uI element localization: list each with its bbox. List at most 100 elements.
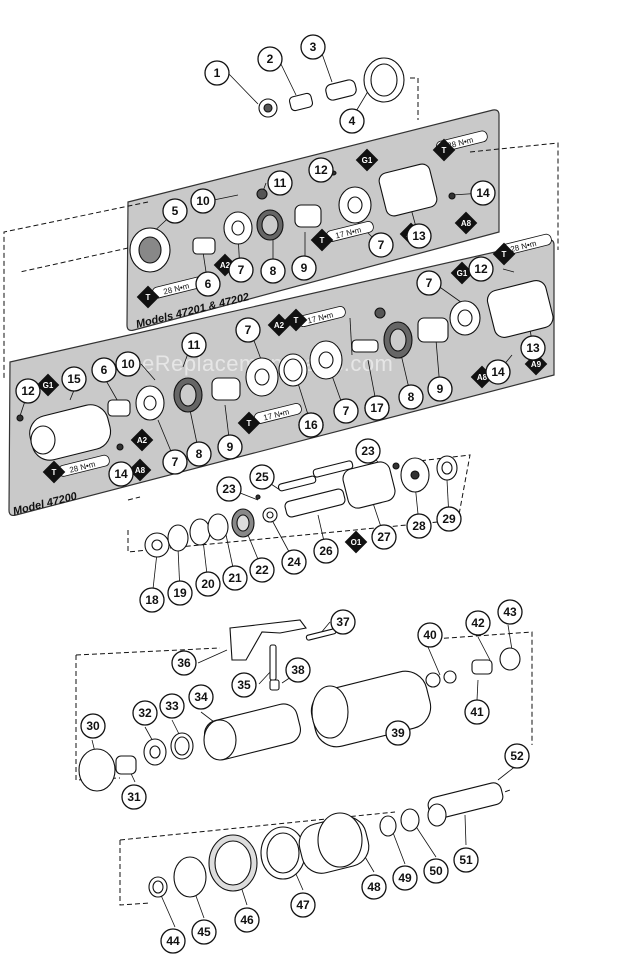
callout-circle bbox=[181, 332, 207, 358]
mark-label: A8 bbox=[477, 373, 488, 382]
callout-number: 23 bbox=[222, 482, 236, 496]
callout-circle bbox=[520, 335, 546, 361]
callout-49: 49 bbox=[392, 865, 418, 891]
callout-circle bbox=[485, 359, 511, 385]
callout-circle bbox=[216, 476, 242, 502]
callout-31: 31 bbox=[121, 784, 147, 810]
callout-circle bbox=[468, 256, 494, 282]
mark-label: T bbox=[247, 419, 252, 428]
callout-25: 25 bbox=[249, 464, 275, 490]
callout-32: 32 bbox=[132, 700, 158, 726]
callout-circle bbox=[436, 506, 462, 532]
callout-7: 7 bbox=[162, 449, 188, 475]
callout-circle bbox=[91, 357, 117, 383]
callout-circle bbox=[171, 650, 197, 676]
callout-circle bbox=[423, 858, 449, 884]
callout-number: 14 bbox=[476, 186, 490, 200]
callout-circle bbox=[361, 874, 387, 900]
callout-8: 8 bbox=[186, 441, 212, 467]
callout-6: 6 bbox=[195, 271, 221, 297]
callout-circle bbox=[464, 699, 490, 725]
callout-circle bbox=[300, 34, 326, 60]
callout-8: 8 bbox=[398, 384, 424, 410]
callout-number: 10 bbox=[121, 357, 135, 371]
callout-circle bbox=[504, 743, 530, 769]
mark-label: G1 bbox=[457, 269, 468, 278]
mark-o1: O1 bbox=[344, 530, 368, 554]
callout-circle bbox=[190, 188, 216, 214]
callout-number: 16 bbox=[304, 418, 318, 432]
callout-circle bbox=[115, 351, 141, 377]
callout-7: 7 bbox=[333, 398, 359, 424]
mark-diamond bbox=[267, 313, 291, 337]
callout-number: 36 bbox=[177, 656, 191, 670]
callout-21: 21 bbox=[222, 565, 248, 591]
callout-circle bbox=[257, 46, 283, 72]
callout-circle bbox=[191, 919, 217, 945]
callout-52: 52 bbox=[504, 743, 530, 769]
callout-18: 18 bbox=[139, 587, 165, 613]
callout-circle bbox=[427, 376, 453, 402]
callout-circle bbox=[285, 657, 311, 683]
callout-circle bbox=[470, 180, 496, 206]
callout-12: 12 bbox=[15, 378, 41, 404]
callout-circle bbox=[15, 378, 41, 404]
callout-circle bbox=[417, 622, 443, 648]
callout-circle bbox=[222, 565, 248, 591]
callout-39: 39 bbox=[385, 720, 411, 746]
callout-3: 3 bbox=[300, 34, 326, 60]
callout-38: 38 bbox=[285, 657, 311, 683]
callout-2: 2 bbox=[257, 46, 283, 72]
callout-42: 42 bbox=[465, 610, 491, 636]
callout-number: 50 bbox=[429, 864, 443, 878]
callout-number: 7 bbox=[426, 276, 433, 290]
callout-number: 48 bbox=[367, 880, 381, 894]
callout-number: 14 bbox=[491, 365, 505, 379]
callout-circle bbox=[80, 713, 106, 739]
callout-circle bbox=[195, 571, 221, 597]
callout-8: 8 bbox=[260, 258, 286, 284]
callout-circle bbox=[368, 232, 394, 258]
callout-circle bbox=[364, 395, 390, 421]
callout-44: 44 bbox=[160, 928, 186, 954]
callout-number: 2 bbox=[267, 52, 274, 66]
callout-circle bbox=[195, 271, 221, 297]
callout-35: 35 bbox=[231, 672, 257, 698]
callout-34: 34 bbox=[188, 684, 214, 710]
marker-symbols: TG1A8A8TTA2TG1A2TA8A9G1A2TTA8O1 bbox=[36, 138, 548, 554]
callout-circle bbox=[355, 438, 381, 464]
callout-number: 26 bbox=[319, 544, 333, 558]
callout-circle bbox=[371, 524, 397, 550]
callout-number: 9 bbox=[437, 382, 444, 396]
callout-13: 13 bbox=[406, 223, 432, 249]
callout-number: 41 bbox=[470, 705, 484, 719]
callout-27: 27 bbox=[371, 524, 397, 550]
callout-circle bbox=[392, 865, 418, 891]
callout-number: 43 bbox=[503, 605, 517, 619]
callout-26: 26 bbox=[313, 538, 339, 564]
mark-label: T bbox=[294, 316, 299, 325]
callout-number: 32 bbox=[138, 706, 152, 720]
callout-14: 14 bbox=[470, 180, 496, 206]
callout-5: 5 bbox=[162, 198, 188, 224]
callout-circle bbox=[308, 157, 334, 183]
callout-circle bbox=[108, 461, 134, 487]
callout-number: 25 bbox=[255, 470, 269, 484]
callout-circle bbox=[260, 258, 286, 284]
callout-number: 40 bbox=[423, 628, 437, 642]
callout-circle bbox=[159, 693, 185, 719]
callout-37: 37 bbox=[330, 609, 356, 635]
callout-number: 6 bbox=[101, 363, 108, 377]
callout-number: 20 bbox=[201, 577, 215, 591]
callout-circle bbox=[330, 609, 356, 635]
callout-number: 8 bbox=[270, 264, 277, 278]
callout-number: 14 bbox=[114, 467, 128, 481]
callout-7: 7 bbox=[235, 317, 261, 343]
callout-number: 12 bbox=[314, 163, 328, 177]
callout-15: 15 bbox=[61, 366, 87, 392]
callout-number: 7 bbox=[378, 238, 385, 252]
callout-circle bbox=[291, 255, 317, 281]
callout-48: 48 bbox=[361, 874, 387, 900]
callout-circle bbox=[249, 464, 275, 490]
